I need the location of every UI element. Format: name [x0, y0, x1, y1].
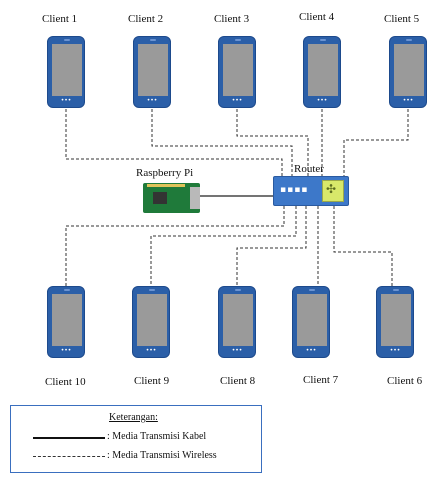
router-label: Router — [294, 163, 324, 175]
phone-icon: ••• — [47, 286, 85, 358]
phone-icon: ••• — [133, 36, 171, 108]
phone-icon: ••• — [218, 286, 256, 358]
client-label: Client 7 — [303, 374, 339, 386]
client-label: Client 5 — [384, 13, 420, 25]
client-label: Client 9 — [134, 375, 170, 387]
link-client-9 — [150, 206, 297, 286]
phone-icon: ••• — [376, 286, 414, 358]
legend-title: Keterangan: — [109, 412, 158, 423]
raspberry-pi-label: Raspberry Pi — [136, 167, 194, 179]
raspberry-pi-icon — [143, 183, 200, 213]
client-label: Client 8 — [220, 375, 256, 387]
client-label: Client 2 — [128, 13, 164, 25]
link-client-8 — [236, 206, 307, 286]
legend-wireless-label: : Media Transmisi Wireless — [107, 450, 217, 461]
client-label: Client 6 — [387, 375, 423, 387]
link-client-3 — [236, 109, 309, 176]
client-label: Client 1 — [42, 13, 78, 25]
link-client-2 — [151, 109, 293, 176]
phone-icon: ••• — [303, 36, 341, 108]
legend-dashed-line — [33, 456, 105, 457]
client-label: Client 10 — [45, 376, 86, 388]
phone-icon: ••• — [132, 286, 170, 358]
link-client-10 — [65, 206, 285, 286]
legend-solid-line — [33, 437, 105, 439]
legend-box: Keterangan: : Media Transmisi Kabel : Me… — [10, 405, 262, 473]
link-client-6 — [333, 206, 393, 286]
link-client-5 — [343, 109, 409, 176]
phone-icon: ••• — [292, 286, 330, 358]
phone-icon: ••• — [218, 36, 256, 108]
client-label: Client 4 — [299, 11, 335, 23]
phone-icon: ••• — [389, 36, 427, 108]
legend-cable-label: : Media Transmisi Kabel — [107, 431, 207, 442]
link-client-1 — [65, 109, 283, 176]
phone-icon: ••• — [47, 36, 85, 108]
router-icon: ▪▪▪▪ ✣ — [273, 176, 349, 206]
client-label: Client 3 — [214, 13, 250, 25]
